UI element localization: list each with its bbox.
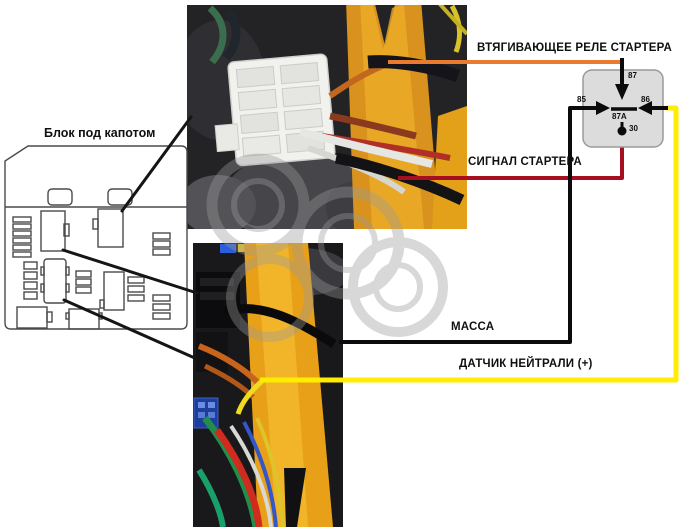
callout-starter-solenoid-relay: ВТЯГИВАЮЩЕЕ РЕЛЕ СТАРТЕРА <box>477 42 673 54</box>
watermark <box>206 153 448 342</box>
fusebox-label: Блок под капотом <box>44 126 156 140</box>
relay-pin-85-label: 85 <box>577 95 586 104</box>
relay-pin-30-label: 30 <box>629 124 638 133</box>
relay-pin-86-label: 86 <box>641 95 650 104</box>
fusebox-diagram <box>4 145 188 330</box>
relay-symbol <box>570 58 668 148</box>
callout-neutral-sensor: ДАТЧИК НЕЙТРАЛИ (+) <box>459 358 593 370</box>
neutral-sensor-wire <box>260 105 679 383</box>
relay-pin-87a-label: 87A <box>612 112 627 121</box>
callout-starter-signal: СИГНАЛ СТАРТЕРА <box>468 156 582 168</box>
bottom-photo <box>193 243 343 527</box>
top-photo <box>187 5 467 229</box>
relay-pin-87-label: 87 <box>628 71 637 80</box>
starter-signal-wire <box>398 138 624 180</box>
callout-ground: МАССА <box>451 321 495 333</box>
pointer-lines <box>61 115 199 361</box>
